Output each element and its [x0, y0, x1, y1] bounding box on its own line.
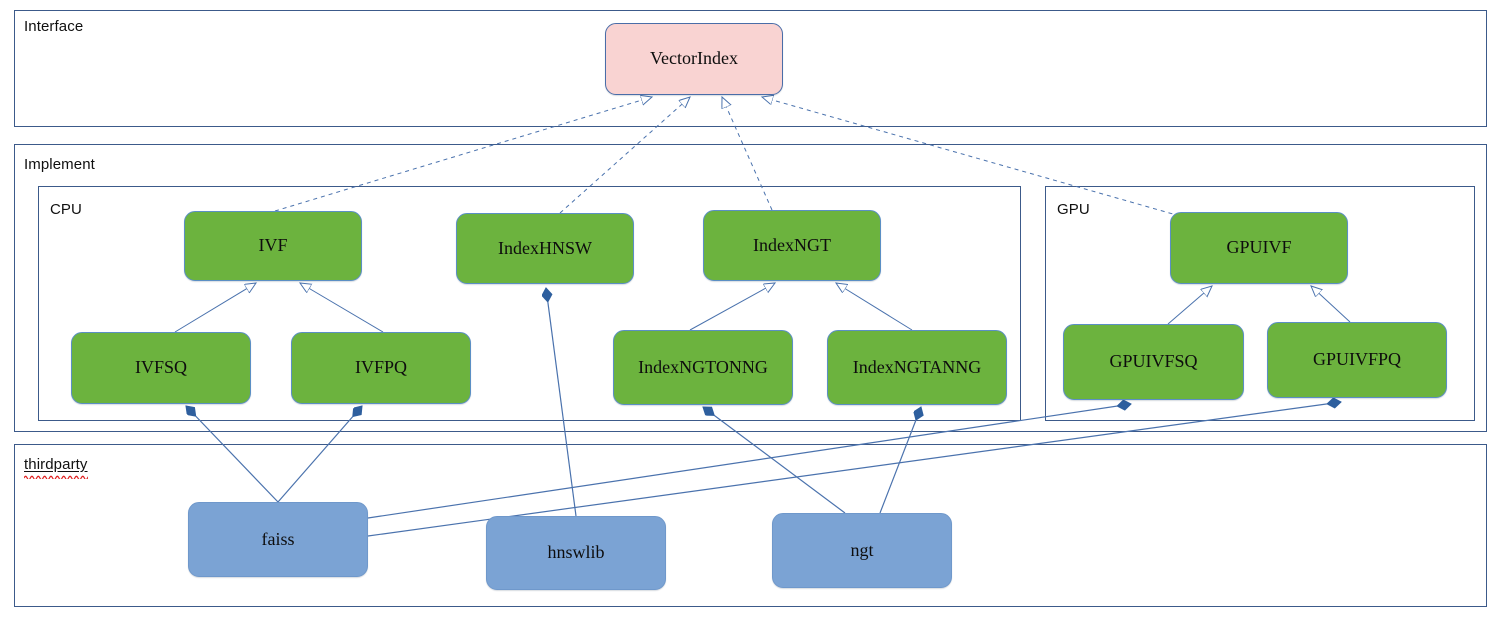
node-indexngtonng[interactable]: IndexNGTONNG — [613, 330, 793, 405]
node-ivf[interactable]: IVF — [184, 211, 362, 281]
node-gpuivfsq[interactable]: GPUIVFSQ — [1063, 324, 1244, 400]
panel-label-implement: Implement — [24, 156, 95, 173]
panel-label-cpu: CPU — [50, 201, 82, 218]
node-gpuivfpq[interactable]: GPUIVFPQ — [1267, 322, 1447, 398]
node-ivfsq[interactable]: IVFSQ — [71, 332, 251, 404]
node-indexhnsw[interactable]: IndexHNSW — [456, 213, 634, 284]
node-vectorindex[interactable]: VectorIndex — [605, 23, 783, 95]
panel-label-gpu: GPU — [1057, 201, 1090, 218]
node-hnswlib[interactable]: hnswlib — [486, 516, 666, 590]
node-ngt[interactable]: ngt — [772, 513, 952, 588]
node-indexngtanng[interactable]: IndexNGTANNG — [827, 330, 1007, 405]
node-gpuivf[interactable]: GPUIVF — [1170, 212, 1348, 284]
node-indexngt[interactable]: IndexNGT — [703, 210, 881, 281]
panel-label-thirdparty: thirdparty — [24, 456, 88, 479]
spellcheck-squiggle-icon — [24, 475, 88, 479]
node-faiss[interactable]: faiss — [188, 502, 368, 577]
node-ivfpq[interactable]: IVFPQ — [291, 332, 471, 404]
panel-label-interface: Interface — [24, 18, 84, 35]
